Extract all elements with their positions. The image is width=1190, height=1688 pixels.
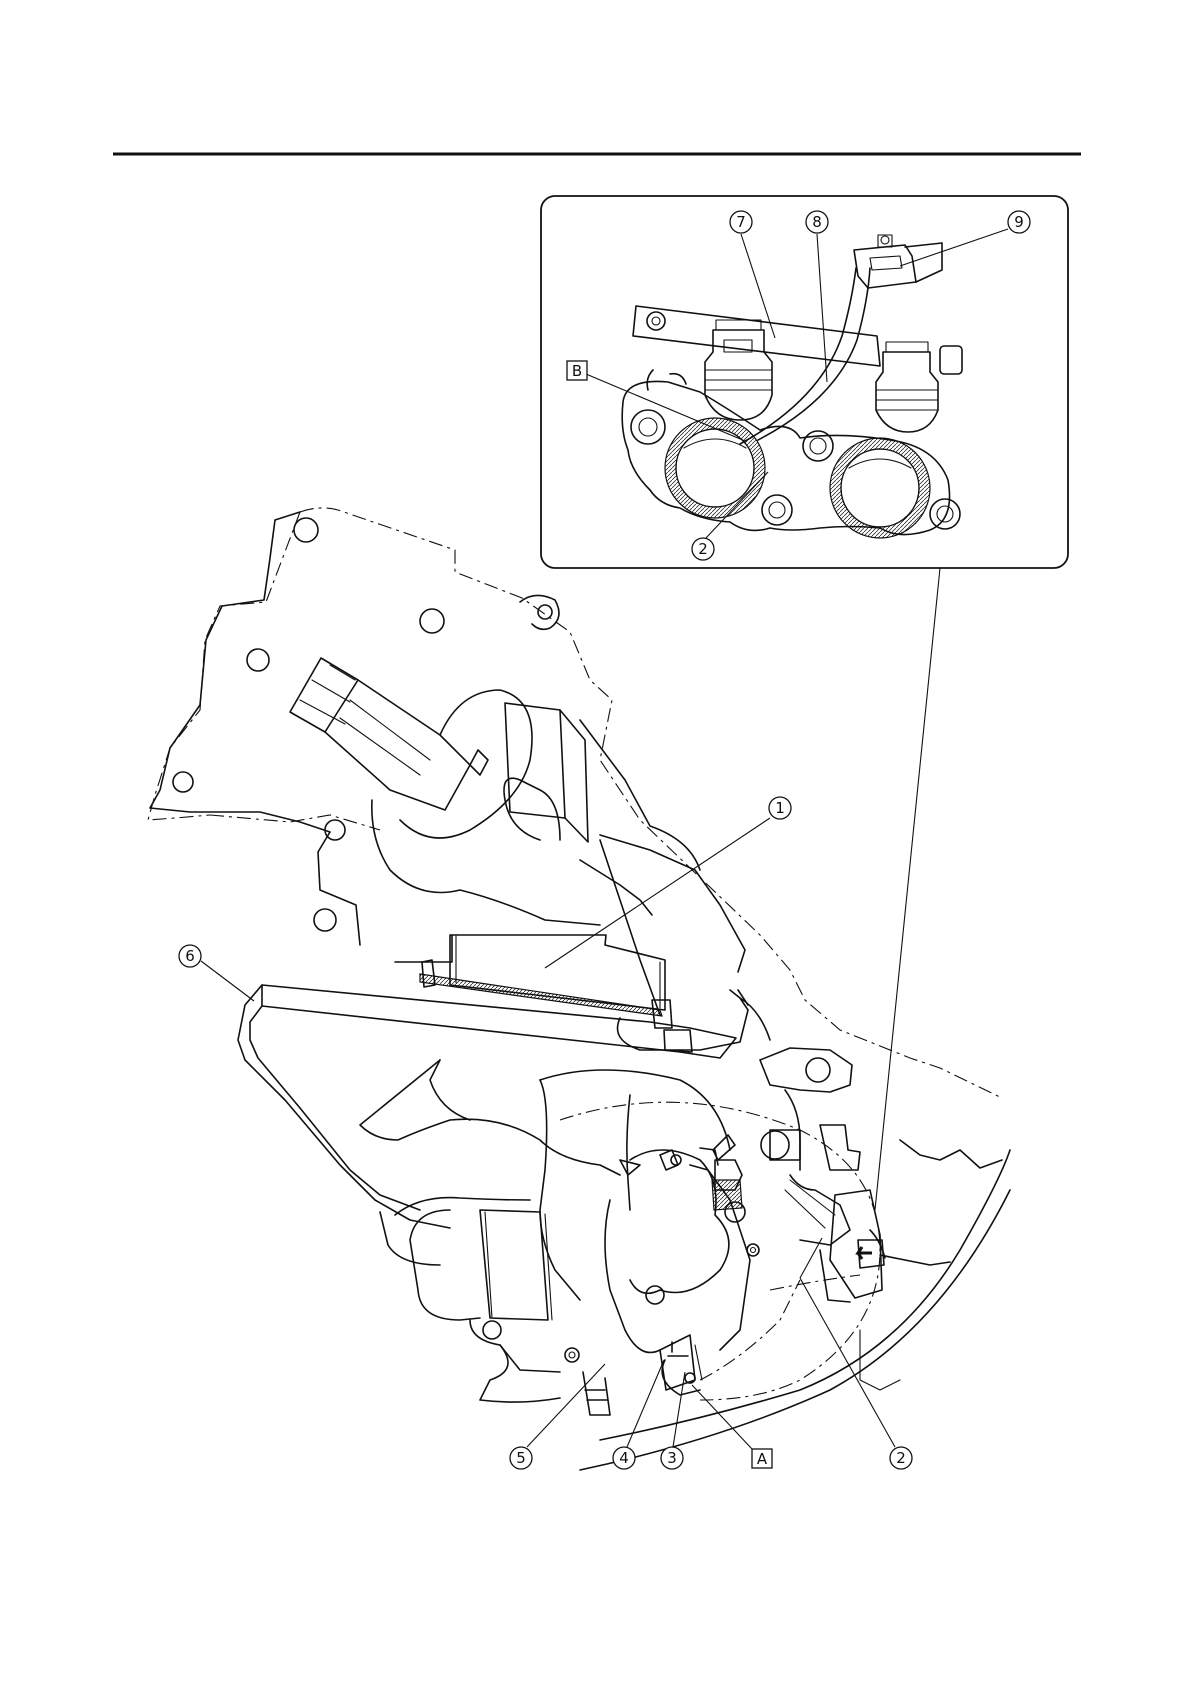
callout-a: A <box>692 1385 772 1468</box>
callout-1-text: 1 <box>775 799 785 817</box>
callout-a-text: A <box>757 1450 768 1468</box>
callout-6: 6 <box>179 945 254 1001</box>
inset-frame <box>541 196 1068 568</box>
callout-7-text: 7 <box>736 213 746 231</box>
callout-8-text: 8 <box>812 213 822 231</box>
callout-1: 1 <box>545 797 791 968</box>
main-assembly-view <box>148 508 1010 1470</box>
callout-6-text: 6 <box>185 947 195 965</box>
callout-3: 3 <box>661 1372 685 1469</box>
callout-3-text: 3 <box>667 1449 677 1467</box>
callout-5: 5 <box>510 1364 605 1469</box>
callout-b-text: B <box>572 362 582 380</box>
callout-4-text: 4 <box>619 1449 629 1467</box>
callout-9-text: 9 <box>1014 213 1024 231</box>
callout-2-main: 2 <box>800 1238 912 1469</box>
callout-4: 4 <box>613 1360 664 1469</box>
inset-detail-view <box>541 196 1068 568</box>
callout-2-main-text: 2 <box>896 1449 906 1467</box>
callout-5-text: 5 <box>516 1449 526 1467</box>
callout-2-inset-text: 2 <box>698 540 708 558</box>
